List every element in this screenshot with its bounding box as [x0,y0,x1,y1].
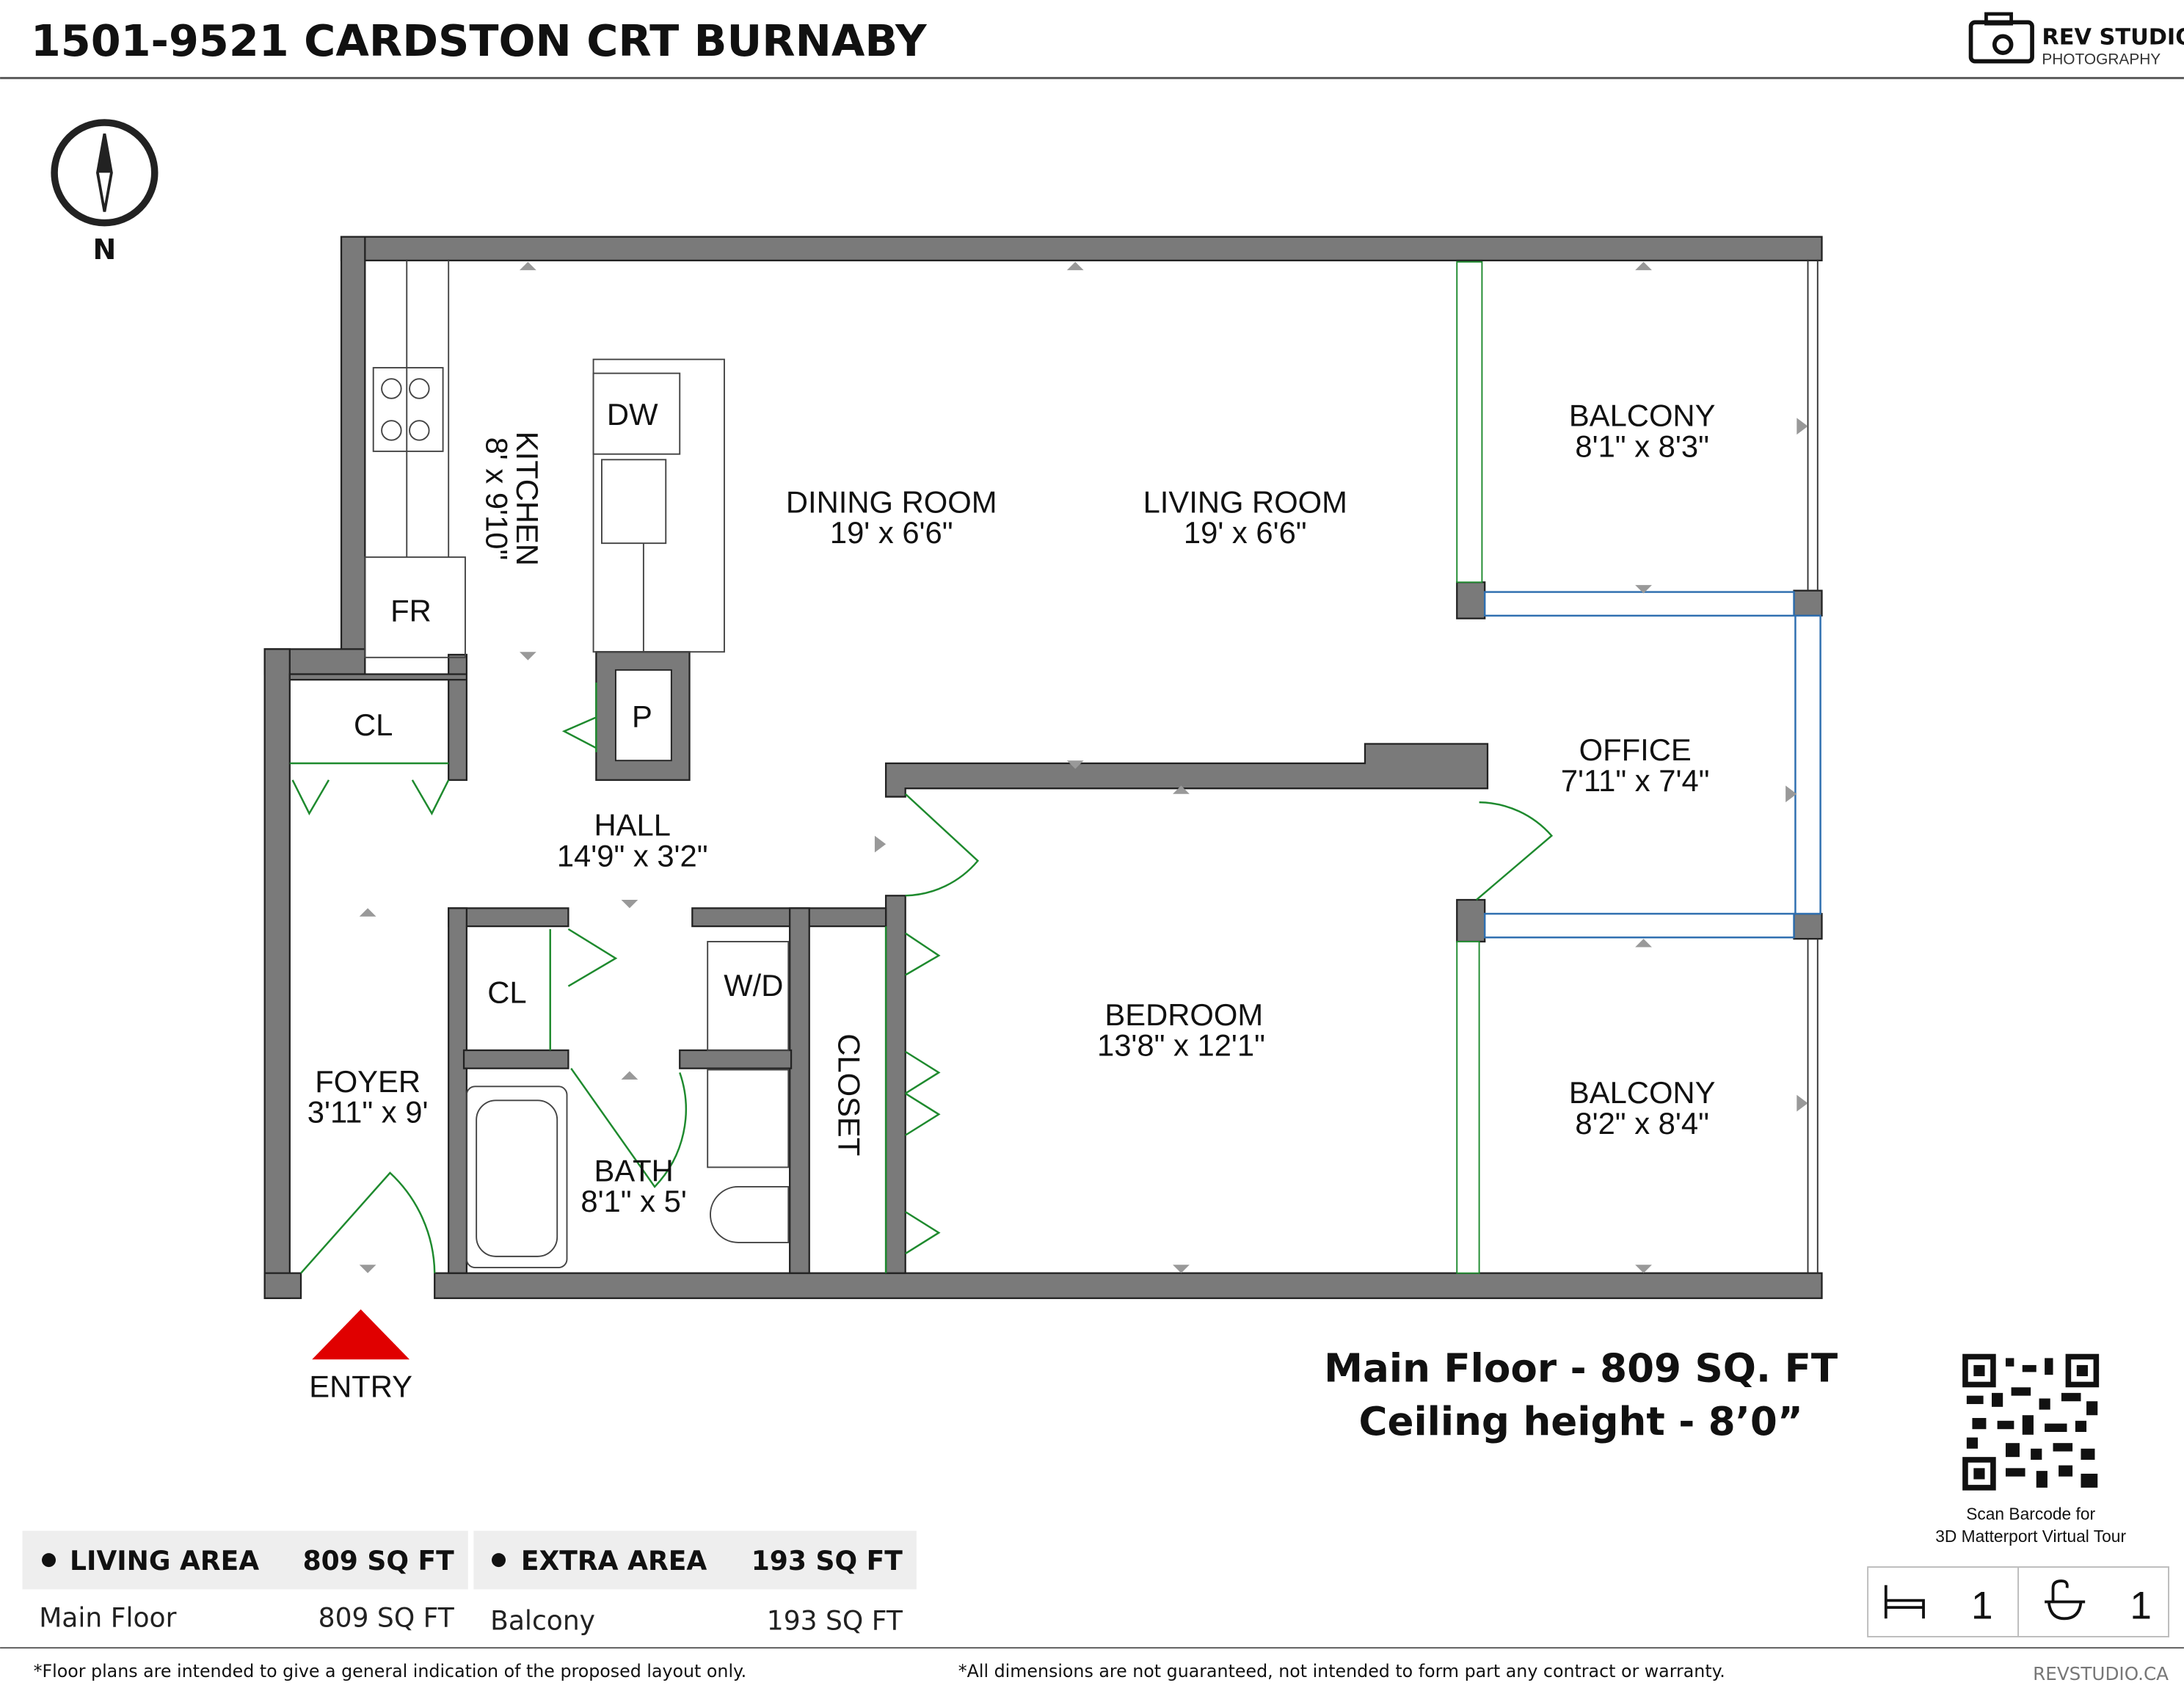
dishwasher [592,372,681,455]
room-kitchen: KITCHEN 8' x 9'10" [479,432,545,566]
sink-icon [601,459,667,545]
ceiling-height: Ceiling height - 8’0” [1358,1399,1802,1444]
room-balcony-north: BALCONY 8'1" x 8'3" [1569,399,1716,464]
svg-text:BEDROOM: BEDROOM [1104,997,1263,1032]
room-bedroom: BEDROOM 13'8" x 12'1" [1097,997,1265,1063]
footer-disclaimer-1: *Floor plans are intended to give a gene… [34,1661,747,1681]
room-foyer: FOYER 3'11" x 9' [307,1064,429,1130]
svg-text:19' x 6'6": 19' x 6'6" [830,515,953,550]
label-closet-bedroom: CLOSET [832,1033,867,1156]
website-link[interactable]: REVSTUDIO.CA [2033,1663,2169,1684]
page-title: 1501-9521 CARDSTON CRT BURNABY [31,15,928,66]
svg-text:8'1" x 5': 8'1" x 5' [580,1184,687,1218]
stove-icon [372,367,444,452]
bathtub-icon [465,1085,568,1268]
extra-area-row-value: 193 SQ FT [767,1605,903,1636]
living-area-table: LIVING AREA 809 SQ FT Main Floor 809 SQ … [22,1530,468,1634]
svg-text:HALL: HALL [594,808,670,843]
label-dishwasher: DW [607,397,658,432]
label-fridge: FR [390,593,432,628]
washer-dryer [707,941,790,1051]
living-area-title: LIVING AREA [70,1546,259,1577]
entry-arrow-icon [312,1309,410,1360]
fridge [364,556,466,658]
svg-text:8' x 9'10": 8' x 9'10" [479,437,514,561]
bed-icon [1884,1585,1925,1619]
svg-text:KITCHEN: KITCHEN [510,432,545,566]
label-closet-hall: CL [354,708,393,742]
extra-area-title: EXTRA AREA [521,1546,707,1577]
svg-text:BALCONY: BALCONY [1569,399,1716,433]
north-compass-icon: N [51,119,159,266]
svg-text:14'9" x 3'2": 14'9" x 3'2" [557,838,708,873]
extra-area-total: 193 SQ FT [751,1546,903,1577]
svg-text:LIVING ROOM: LIVING ROOM [1143,484,1347,519]
room-office: OFFICE 7'11" x 7'4" [1561,732,1710,798]
dimension-markers [359,261,1808,1273]
svg-text:DINING ROOM: DINING ROOM [786,484,997,519]
doors [289,682,1554,1274]
svg-text:13'8" x 12'1": 13'8" x 12'1" [1097,1028,1265,1063]
svg-text:FOYER: FOYER [315,1064,421,1099]
logo-brand: REV STUDIO [2042,25,2184,51]
floor-area-summary: Main Floor - 809 SQ. FT [1324,1346,1838,1392]
room-dining: DINING ROOM 19' x 6'6" [786,484,997,550]
svg-text:8'1" x 8'3": 8'1" x 8'3" [1575,429,1709,463]
qr-caption-2: 3D Matterport Virtual Tour [1935,1527,2126,1546]
living-area-total: 809 SQ FT [303,1546,455,1577]
room-counts: 1 1 [1867,1566,2169,1637]
fixtures [364,260,790,1268]
svg-text:7'11" x 7'4": 7'11" x 7'4" [1561,763,1710,798]
extra-area-table: EXTRA AREA 193 SQ FT Balcony 193 SQ FT [473,1530,917,1636]
walls [263,236,1823,1299]
compass-label: N [93,233,117,266]
windows [1456,261,1821,1274]
svg-text:BALCONY: BALCONY [1569,1075,1716,1110]
svg-text:3'11" x 9': 3'11" x 9' [307,1095,429,1130]
qr-caption-1: Scan Barcode for [1966,1505,2095,1524]
footer-disclaimer-2: *All dimensions are not guaranteed, not … [958,1661,1725,1681]
svg-text:OFFICE: OFFICE [1579,732,1692,767]
toilet-icon [710,1186,790,1243]
room-bath: BATH 8'1" x 5' [580,1153,687,1218]
living-area-row-value: 809 SQ FT [318,1603,455,1634]
label-washer-dryer: W/D [724,968,783,1003]
entry-label: ENTRY [309,1370,412,1404]
qr-code[interactable] [1962,1353,2100,1491]
label-closet-bath: CL [487,975,526,1009]
svg-text:8'2" x 8'4": 8'2" x 8'4" [1575,1106,1709,1141]
svg-text:BATH: BATH [594,1153,673,1188]
camera-icon [1968,12,2034,64]
bathtub-icon [2045,1579,2086,1621]
room-balcony-south: BALCONY 8'2" x 8'4" [1569,1075,1716,1141]
bedroom-count: 1 [1971,1584,1993,1627]
logo-sub: PHOTOGRAPHY [2042,51,2161,68]
extra-area-row-label: Balcony [490,1605,595,1636]
rev-studio-logo: REV STUDIO PHOTOGRAPHY [1968,12,2184,68]
room-living: LIVING ROOM 19' x 6'6" [1143,484,1347,550]
living-area-row-label: Main Floor [39,1603,176,1634]
vanity-sink-icon [707,1069,790,1168]
label-pantry: P [632,699,652,734]
room-hall: HALL 14'9" x 3'2" [557,808,708,873]
bathroom-count: 1 [2130,1584,2152,1627]
svg-text:19' x 6'6": 19' x 6'6" [1184,515,1307,550]
